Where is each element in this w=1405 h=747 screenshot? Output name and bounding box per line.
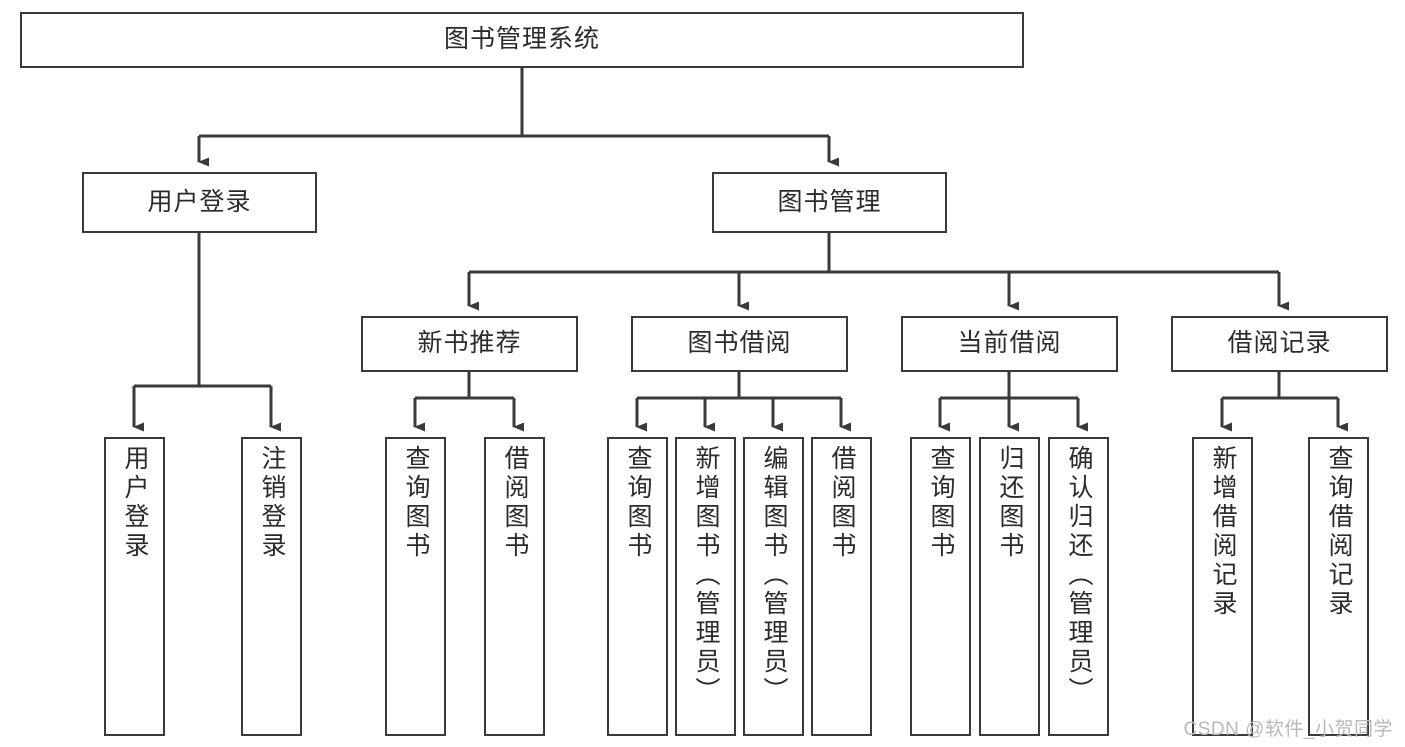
leaf-bookborrow-add-book-admin[interactable]: 新增图书（管理员） (675, 437, 736, 736)
leaf-borrowrecord-add-record[interactable]: 新增借阅记录 (1192, 437, 1253, 736)
leaf-newbook-borrow-books[interactable]: 借阅图书 (484, 437, 545, 736)
node-label: 借阅图书 (501, 445, 529, 561)
node-current-borrow[interactable]: 当前借阅 (901, 316, 1118, 372)
leaf-user-login[interactable]: 用户登录 (104, 437, 165, 736)
leaf-currentborrow-query-books[interactable]: 查询图书 (910, 437, 971, 736)
leaf-bookborrow-borrow-books[interactable]: 借阅图书 (811, 437, 872, 736)
leaf-logout[interactable]: 注销登录 (241, 437, 302, 736)
node-label: 查询借阅记录 (1325, 445, 1353, 619)
node-label: 新增图书（管理员） (692, 445, 720, 706)
node-label: 用户登录 (121, 445, 149, 561)
node-book-borrow[interactable]: 图书借阅 (631, 316, 848, 372)
leaf-bookborrow-query-books[interactable]: 查询图书 (607, 437, 668, 736)
node-label: 归还图书 (996, 445, 1024, 561)
node-label: 新增借阅记录 (1209, 445, 1237, 619)
node-new-book-recommend[interactable]: 新书推荐 (361, 316, 578, 372)
node-user-login[interactable]: 用户登录 (82, 172, 317, 233)
node-label: 当前借阅 (957, 329, 1062, 358)
node-root-book-management-system[interactable]: 图书管理系统 (20, 12, 1024, 68)
node-label: 查询图书 (402, 445, 430, 561)
node-label: 借阅记录 (1227, 329, 1332, 358)
node-label: 图书管理 (777, 187, 882, 216)
node-label: 注销登录 (258, 445, 286, 561)
leaf-bookborrow-edit-book-admin[interactable]: 编辑图书（管理员） (743, 437, 804, 736)
node-label: 编辑图书（管理员） (760, 445, 788, 706)
node-label: 借阅图书 (828, 445, 856, 561)
leaf-newbook-query-books[interactable]: 查询图书 (385, 437, 446, 736)
node-label: 查询图书 (927, 445, 955, 561)
node-borrow-record[interactable]: 借阅记录 (1171, 316, 1388, 372)
node-book-management[interactable]: 图书管理 (712, 172, 947, 233)
node-label: 新书推荐 (417, 329, 522, 358)
node-label: 用户登录 (147, 187, 252, 216)
leaf-currentborrow-return-books[interactable]: 归还图书 (979, 437, 1040, 736)
node-label: 图书借阅 (687, 329, 792, 358)
leaf-currentborrow-confirm-return-admin[interactable]: 确认归还（管理员） (1048, 437, 1109, 736)
node-label: 图书管理系统 (443, 25, 600, 54)
node-label: 确认归还（管理员） (1065, 445, 1093, 706)
leaf-borrowrecord-query-record[interactable]: 查询借阅记录 (1308, 437, 1369, 736)
node-label: 查询图书 (624, 445, 652, 561)
